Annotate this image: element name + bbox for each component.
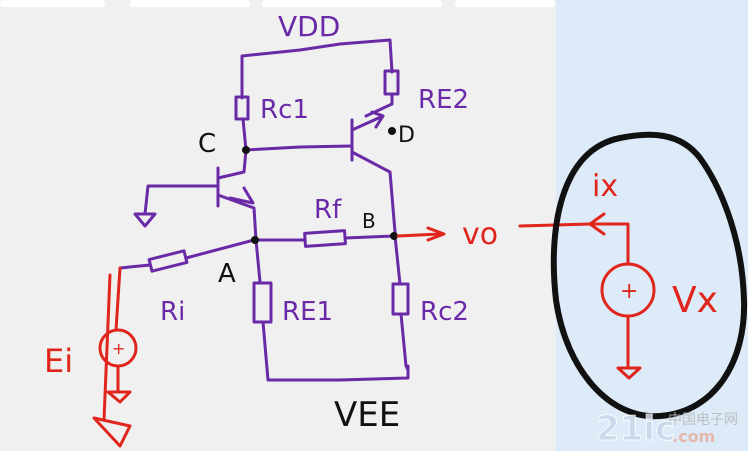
toolbar-tab-2[interactable] (130, 0, 250, 7)
whiteboard-area (0, 0, 556, 451)
rf-label: Rf (314, 195, 342, 225)
vdd-rail (240, 38, 394, 100)
ground-symbol-q1 (133, 212, 157, 228)
black-loop-outline (550, 131, 748, 420)
ei-plus-label: + (112, 339, 125, 358)
node-d-label: D (398, 123, 415, 148)
ix-arrow (588, 212, 606, 236)
vee-rail (266, 364, 410, 382)
ri-label: Ri (160, 297, 185, 327)
node-b-label: B (362, 209, 376, 233)
q1-emitter-arrow (228, 186, 255, 205)
purple-wiring (118, 38, 410, 382)
toolbar-tab-1[interactable] (0, 0, 105, 7)
red-labels: vo ix Vx Ei + + (44, 169, 718, 380)
vx-plus-label: + (620, 279, 638, 304)
watermark-domain: .com (672, 427, 715, 446)
node-a-label: A (218, 259, 236, 289)
q2-emitter-arrow (370, 110, 385, 129)
node-dots (242, 127, 398, 244)
watermark: 21ic 中国电子网 .com (596, 409, 739, 450)
ei-label: Ei (44, 342, 73, 380)
re2-label: RE2 (418, 85, 469, 115)
ix-label: ix (592, 169, 618, 204)
rc1-label: Rc1 (260, 95, 309, 125)
vdd-label: VDD (278, 10, 340, 43)
watermark-brand: 21ic (596, 409, 675, 449)
vx-label: Vx (672, 280, 718, 321)
vee-label: VEE (334, 395, 400, 435)
watermark-site: 中国电子网 (668, 412, 738, 428)
toolbar-tab-4[interactable] (455, 0, 555, 7)
vo-label: vo (462, 217, 498, 252)
re1-label: RE1 (282, 297, 333, 327)
ground-symbol-ei (92, 416, 132, 448)
black-labels: C D A B VEE (198, 123, 415, 435)
rc2-label: Rc2 (420, 297, 469, 327)
toolbar-tab-3[interactable] (262, 0, 442, 7)
purple-labels: VDD Rc1 RE2 Rf Ri RE1 Rc2 (160, 10, 469, 327)
ground-symbol-vx (616, 366, 642, 380)
node-c-label: C (198, 129, 216, 159)
